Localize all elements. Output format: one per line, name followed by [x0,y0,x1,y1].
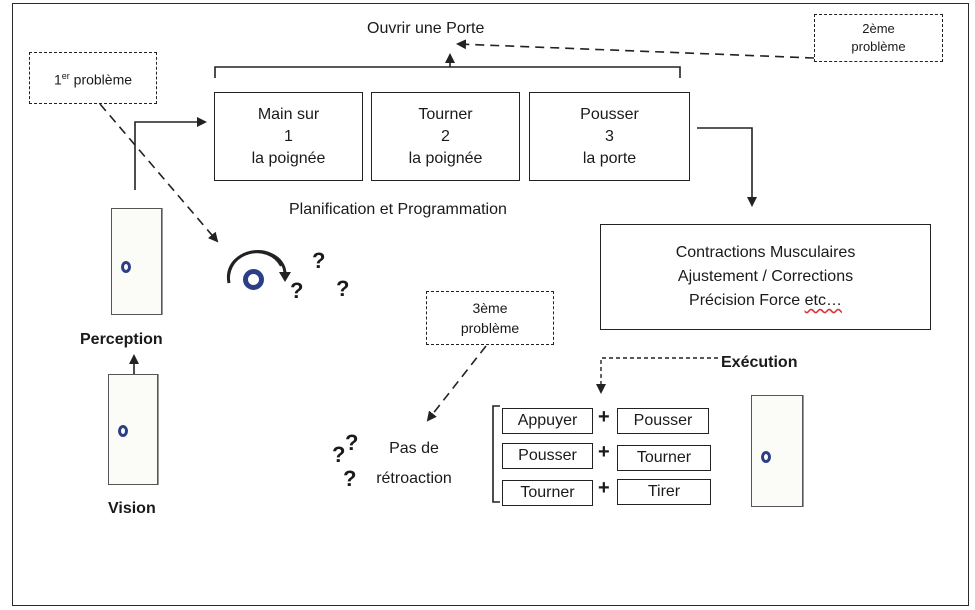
step-2-line3: la poignée [408,149,483,167]
question-mark-icon: ? [345,430,359,455]
door-icon [111,208,162,315]
first-problem-label: 1er problème [53,71,133,88]
second-problem-line1: 2ème [862,21,895,36]
vision-label: Vision [108,500,156,517]
action-pair-2-left: Pousser [502,443,593,469]
third-problem-line2: problème [460,320,520,336]
perception-label: Perception [80,331,163,348]
step-1-line3: la poignée [251,149,326,167]
planning-to-execution-arrow [697,127,757,207]
action-pair-2-plus: + [598,441,610,463]
no-feedback-line1: Pas de [389,440,439,457]
action-pair-1-right: Pousser [617,408,709,434]
action-pair-3-right: Tirer [617,479,711,505]
third-problem-arrow [426,345,487,422]
question-mark-icon: ? [312,248,326,273]
question-mark-icon: ? [336,276,350,301]
step-box-2: Tourner 2 la poignée [371,92,520,181]
perception-to-planning-arrow [134,117,207,190]
diagram-frame [12,3,969,606]
step-2-number: 2 [441,127,450,145]
step-3-number: 3 [605,127,614,145]
no-feedback-label: Pas de rétroaction [366,434,462,494]
planning-label: Planification et Programmation [289,201,507,218]
action-pair-3-left: Tourner [502,480,593,506]
step-1-number: 1 [284,127,293,145]
step-box-1: Main sur 1 la poignée [214,92,363,181]
diagram-title: Ouvrir une Porte [367,20,485,37]
action-pair-1-plus: + [598,406,610,428]
question-mark-icon: ? [332,442,346,467]
step-3-line1: Pousser [580,105,639,123]
action-pair-3-plus: + [598,477,610,499]
rotating-knob-icon [243,269,264,290]
execution-dashed-arrow [596,357,718,394]
second-problem-line2: problème [851,39,906,54]
action-pair-2-right: Tourner [617,445,711,471]
spellcheck-underline: etc… [804,292,842,309]
door-knob-icon [118,425,128,437]
no-feedback-line2: rétroaction [376,470,452,487]
rotation-arrow-icon [226,250,291,284]
door-knob-icon [761,451,771,463]
question-mark-icon: ? [343,466,357,491]
step-box-3: Pousser 3 la porte [529,92,690,181]
question-mark-icon: ? [290,278,304,303]
door-icon [108,374,158,485]
execution-line3: Précision Force etc… [689,292,842,309]
execution-label: Exécution [721,354,798,371]
step-2-line1: Tourner [418,105,473,123]
step-3-line3: la porte [582,149,637,167]
first-problem-box: 1er problème [29,52,157,104]
third-problem-box: 3ème problème [426,291,554,345]
third-problem-line1: 3ème [472,300,508,316]
second-problem-arrow [456,39,815,59]
step-1-line1: Main sur [257,105,320,123]
execution-line2: Ajustement / Corrections [677,268,854,285]
action-pair-1-left: Appuyer [502,408,593,434]
steps-brace [214,66,681,78]
execution-details-box: Contractions Musculaires Ajustement / Co… [600,224,931,330]
second-problem-box: 2ème problème [814,14,943,62]
action-pairs-bracket [492,405,500,503]
execution-line1: Contractions Musculaires [675,244,856,261]
first-problem-arrow [99,103,219,243]
door-icon [751,395,803,507]
door-knob-icon [121,261,131,273]
